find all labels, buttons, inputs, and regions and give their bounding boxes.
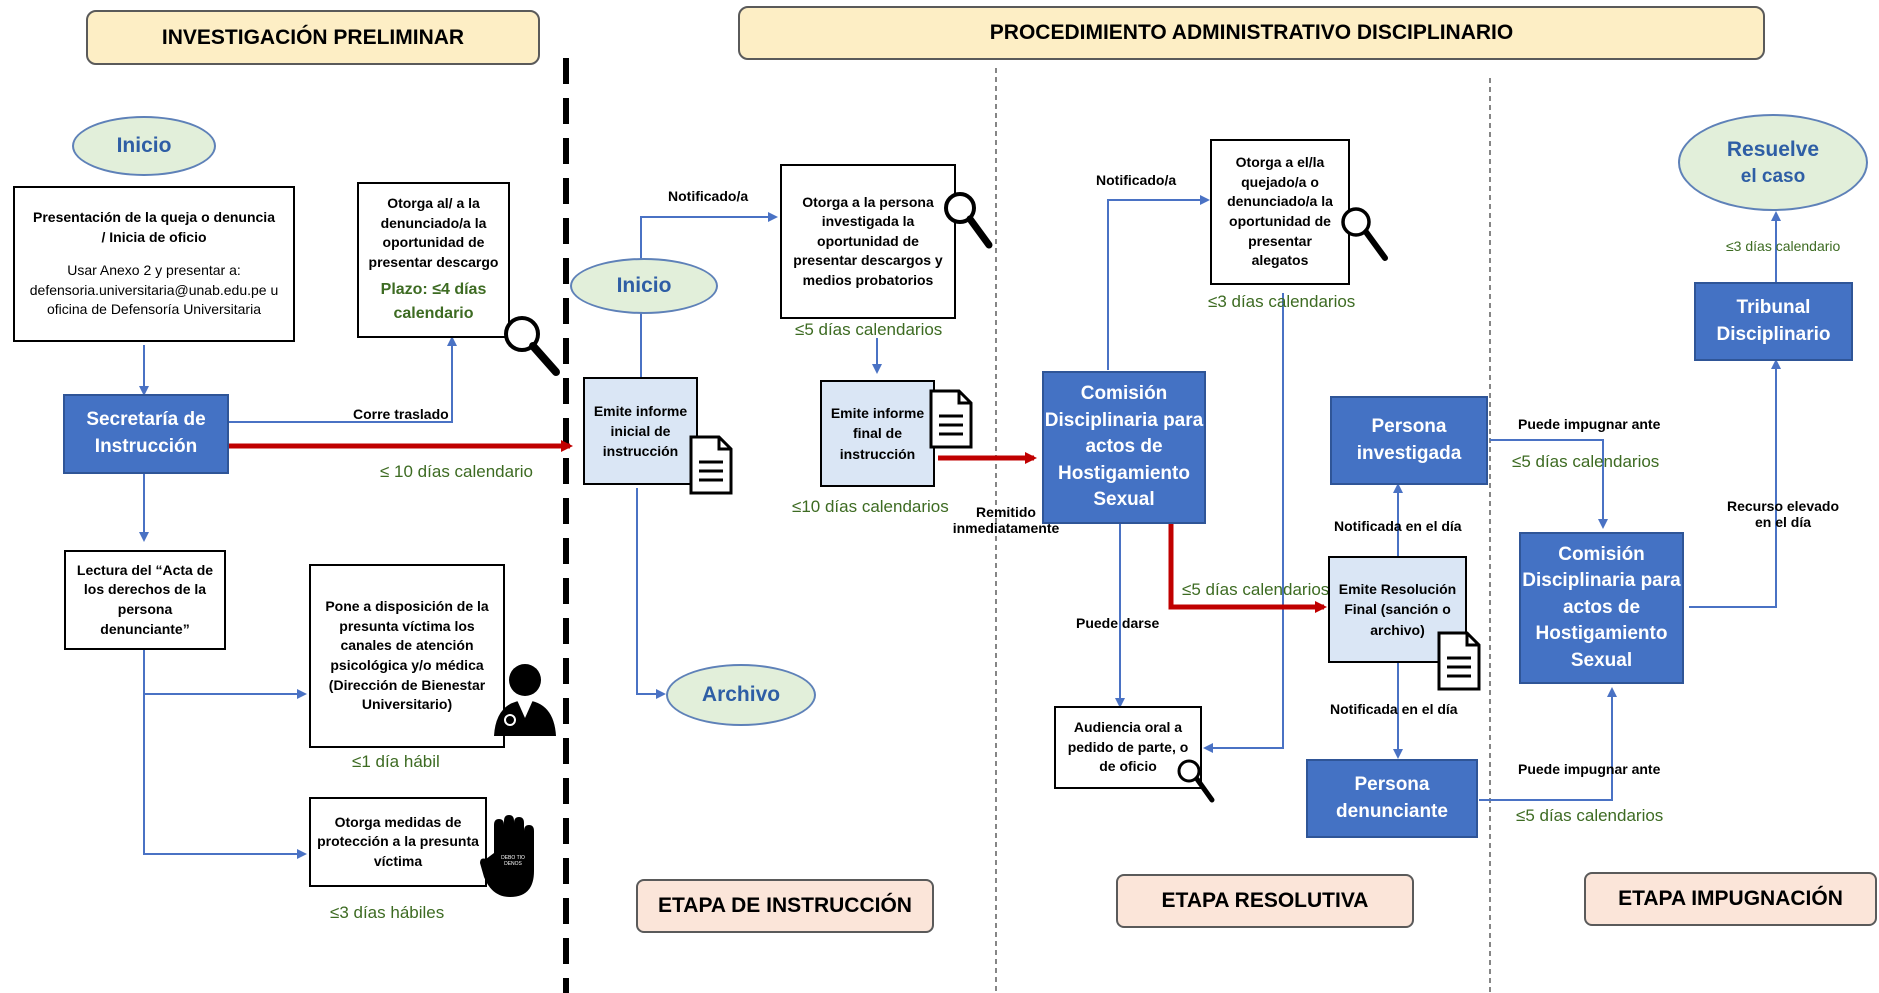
stop-hand-icon: DEBO TIO DENOS <box>480 815 542 897</box>
queja-email: defensoria.universitaria@unab.edu.pe u <box>29 281 279 298</box>
etapa-instruccion-label: ETAPA DE INSTRUCCIÓN <box>636 879 934 933</box>
inicio-instruccion-oval: Inicio <box>570 258 718 314</box>
cinco-dias-label-instruccion: ≤5 días calendarios <box>795 320 943 339</box>
notificada-label-2: Notificada en el día <box>1330 701 1458 717</box>
magnifier-icon <box>942 190 994 252</box>
queja-text-line3: Usar Anexo 2 y presentar a: <box>67 262 241 279</box>
informe-final-box: Emite informe final de instrucción <box>820 380 935 487</box>
queja-box: Presentación de la queja o denuncia / In… <box>13 186 295 342</box>
notificado-label-instruccion: Notificado/a <box>668 188 749 204</box>
descargo-box: Otorga al/ a la denunciado/a la oportuni… <box>357 182 510 338</box>
puede-impugnar-label-1: Puede impugnar ante <box>1518 416 1661 432</box>
medidas-proteccion-box: Otorga medidas de protección a la presun… <box>309 797 487 887</box>
puede-darse-label: Puede darse <box>1076 615 1160 631</box>
remitido-label: Remitido inmediatamente <box>952 504 1060 536</box>
tres-dias-habiles-label: ≤3 días hábiles <box>330 903 445 922</box>
resuelve-caso-oval: Resuelve el caso <box>1678 114 1868 211</box>
queja-text-line5: oficina de Defensoría Universitaria <box>47 301 261 318</box>
tribunal-disciplinario-box: Tribunal Disciplinario <box>1694 282 1853 361</box>
doctor-icon <box>490 660 560 736</box>
document-icon <box>928 388 974 450</box>
cinco-dias-label-resolutiva: ≤5 días calendarios <box>1182 580 1330 599</box>
puede-impugnar-label-2: Puede impugnar ante <box>1518 761 1661 777</box>
diez-dias-label-instruccion: ≤10 días calendarios <box>792 497 949 516</box>
resuelve-line1: Resuelve <box>1726 137 1820 161</box>
document-icon <box>1436 630 1482 692</box>
cinco-dias-label-impugnacion-1: ≤5 días calendarios <box>1512 452 1660 471</box>
etapa-resolutiva-label: ETAPA RESOLUTIVA <box>1116 874 1414 928</box>
secretaria-instruccion-box: Secretaría de Instrucción <box>63 394 229 474</box>
informe-inicial-box: Emite informe inicial de instrucción <box>583 377 698 485</box>
un-dia-label: ≤1 día hábil <box>352 752 440 771</box>
audiencia-oral-box: Audiencia oral a pedido de parte, o de o… <box>1054 706 1202 789</box>
comision-disciplinaria-box: Comisión Disciplinaria para actos de Hos… <box>1042 371 1206 524</box>
header-procedimiento-disciplinario: PROCEDIMIENTO ADMINISTRATIVO DISCIPLINAR… <box>738 6 1765 60</box>
tres-dias-label-resolutiva: ≤3 días calendarios <box>1208 292 1356 311</box>
archivo-oval: Archivo <box>666 664 816 726</box>
magnifier-icon <box>502 314 562 378</box>
comision-disciplinaria-impugnacion-box: Comisión Disciplinaria para actos de Hos… <box>1519 532 1684 684</box>
otorga-descargos-box: Otorga a la persona investigada la oport… <box>780 164 956 319</box>
persona-investigada-box: Persona investigada <box>1330 396 1488 485</box>
notificada-label-1: Notificada en el día <box>1334 518 1462 534</box>
cinco-dias-label-impugnacion-2: ≤5 días calendarios <box>1516 806 1664 825</box>
notificado-label-resolutiva: Notificado/a <box>1096 172 1177 188</box>
lectura-acta-box: Lectura del “Acta de los derechos de la … <box>64 550 226 650</box>
alegatos-box: Otorga a el/la quejado/a o denunciado/a … <box>1210 139 1350 285</box>
descargo-plazo: Plazo: ≤4 días calendario <box>380 281 487 322</box>
magnifier-icon <box>1340 206 1390 264</box>
recurso-elevado-label: Recurso elevado en el día <box>1726 498 1840 530</box>
resuelve-line2: el caso <box>1740 165 1806 187</box>
persona-denunciante-box: Persona denunciante <box>1306 759 1478 838</box>
tres-dias-label-impugnacion: ≤3 días calendario <box>1726 238 1841 254</box>
inicio-oval: Inicio <box>72 116 216 176</box>
etapa-impugnacion-label: ETAPA IMPUGNACIÓN <box>1584 872 1877 926</box>
canales-atencion-box: Pone a disposición de la presunta víctim… <box>309 564 505 748</box>
hand-text: DEBO TIO DENOS <box>501 855 525 867</box>
magnifier-icon <box>1176 758 1216 804</box>
diez-dias-label: ≤ 10 días calendario <box>380 462 533 481</box>
queja-title-line1: Presentación de la queja o denuncia <box>33 209 275 226</box>
document-icon <box>688 434 734 496</box>
descargo-text: Otorga al/ a la denunciado/a la oportuni… <box>368 195 499 270</box>
queja-title-line2: / Inicia de oficio <box>101 228 207 245</box>
header-investigacion-preliminar: INVESTIGACIÓN PRELIMINAR <box>86 10 540 65</box>
corre-traslado-label: Corre traslado <box>353 406 449 422</box>
